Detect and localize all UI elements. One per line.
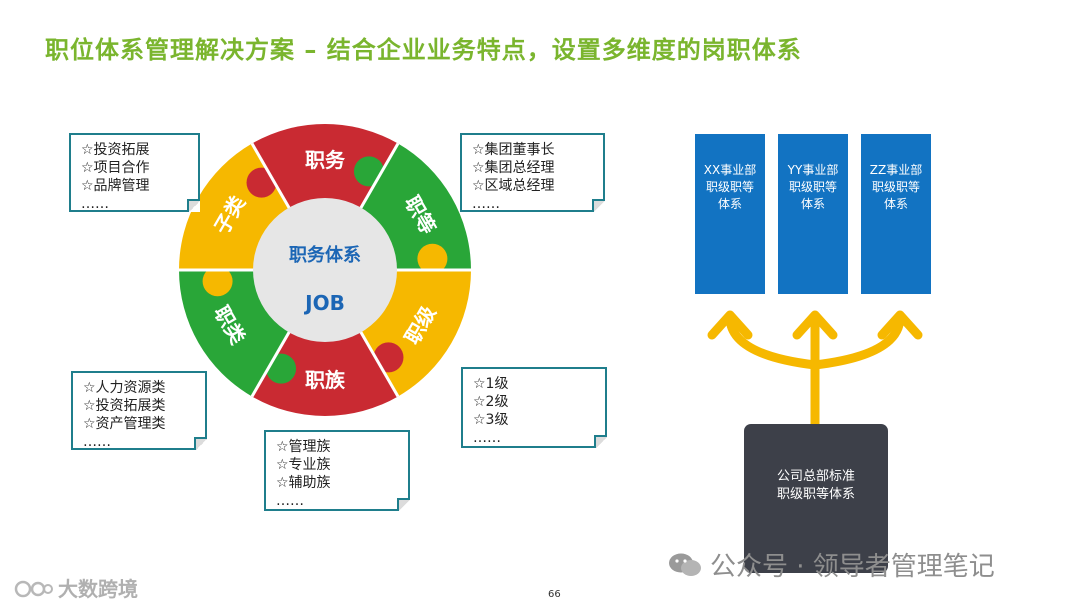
page-number: 66 [548,589,561,600]
wheel-segment [252,124,398,209]
branch-arrows [707,310,923,430]
note-item: ☆3级 [473,412,509,428]
note-item: …… [472,196,500,212]
unit-box-yy: YY事业部 职级职等 体系 [778,134,848,294]
hq-line-2: 职级职等体系 [776,487,855,502]
note-category: ☆人力资源类 ☆投资拓展类 ☆资产管理类 …… [71,371,207,450]
note-item: ☆辅助族 [276,475,331,491]
note-item: ☆管理族 [276,439,331,455]
unit-name: YY事业部 [787,163,839,177]
note-fold-corner [187,199,200,212]
arrowhead-left [707,310,753,340]
wheel-segment-label: 职务 [305,148,346,172]
note-item: ☆1级 [473,376,509,392]
puzzle-knob [202,266,233,297]
unit-desc: 体系 [883,197,908,211]
unit-name: XX事业部 [703,163,757,177]
note-item: …… [473,430,501,446]
note-item: ☆投资拓展 [81,142,150,158]
note-item: ☆集团总经理 [472,160,555,176]
note-item: ☆资产管理类 [83,416,166,432]
note-item: …… [81,196,109,212]
note-fold-corner [594,435,607,448]
wheel-seam [359,142,400,210]
arrow-branch-left [725,312,820,370]
note-level: ☆1级 ☆2级 ☆3级 …… [461,367,607,448]
wheel-center-job: JOB [303,291,345,315]
puzzle-knob [417,243,448,274]
arrowhead-right [877,310,923,340]
unit-name: ZZ事业部 [869,163,923,177]
note-item: ☆区域总经理 [472,178,555,194]
note-fold-corner [592,199,605,212]
note-position: ☆集团董事长 ☆集团总经理 ☆区域总经理 …… [460,133,605,212]
note-fold-corner [397,498,410,511]
arrow-branch-right [810,312,905,370]
wechat-icon [669,553,701,576]
note-family: ☆管理族 ☆专业族 ☆辅助族 …… [264,430,410,511]
unit-desc: 职级职等 [705,180,754,194]
note-item: ☆2级 [473,394,509,410]
wheel-segment [360,143,471,270]
hq-line-1: 公司总部标准 [776,469,855,484]
watermark-wechat-text: 公众号 · 领导者管理笔记 [710,552,995,582]
note-item: ☆专业族 [276,457,331,473]
unit-desc: 体系 [717,197,742,211]
brand-logo-icon [14,580,53,598]
note-item: ☆品牌管理 [81,178,150,194]
watermark-brand: 大数跨境 [14,573,138,602]
wheel-seam [250,142,291,210]
unit-desc: 体系 [800,197,825,211]
wheel-segment [252,331,398,416]
note-item: …… [83,434,111,450]
note-item: ☆人力资源类 [83,380,166,396]
note-item: ☆投资拓展类 [83,398,166,414]
wheel-seam [250,330,291,398]
note-item: ☆集团董事长 [472,142,555,158]
hq-standard-box: 公司总部标准 职级职等体系 [744,424,888,573]
wheel-seam [359,330,400,398]
watermark-brand-text: 大数跨境 [58,577,138,601]
note-subclass: ☆投资拓展 ☆项目合作 ☆品牌管理 …… [69,133,200,212]
note-fold-corner [194,437,207,450]
puzzle-knob [266,353,297,384]
puzzle-knob [246,167,277,198]
wheel-segment [179,270,290,397]
note-item: …… [276,493,304,509]
wheel-segment-label: 职族 [305,368,346,392]
puzzle-knob [353,156,384,187]
wheel-center-label: 职务体系 [289,244,361,266]
watermark-wechat: 公众号 · 领导者管理笔记 [668,546,995,583]
puzzle-knob [373,342,404,373]
unit-desc: 职级职等 [871,180,920,194]
arrowhead-middle [792,310,838,340]
unit-desc: 职级职等 [788,180,837,194]
wheel-center [253,198,397,342]
page-title: 职位体系管理解决方案 – 结合企业业务特点，设置多维度的岗职体系 [45,36,802,64]
unit-box-zz: ZZ事业部 职级职等 体系 [861,134,931,294]
note-item: ☆项目合作 [81,160,150,176]
unit-box-xx: XX事业部 职级职等 体系 [695,134,765,294]
